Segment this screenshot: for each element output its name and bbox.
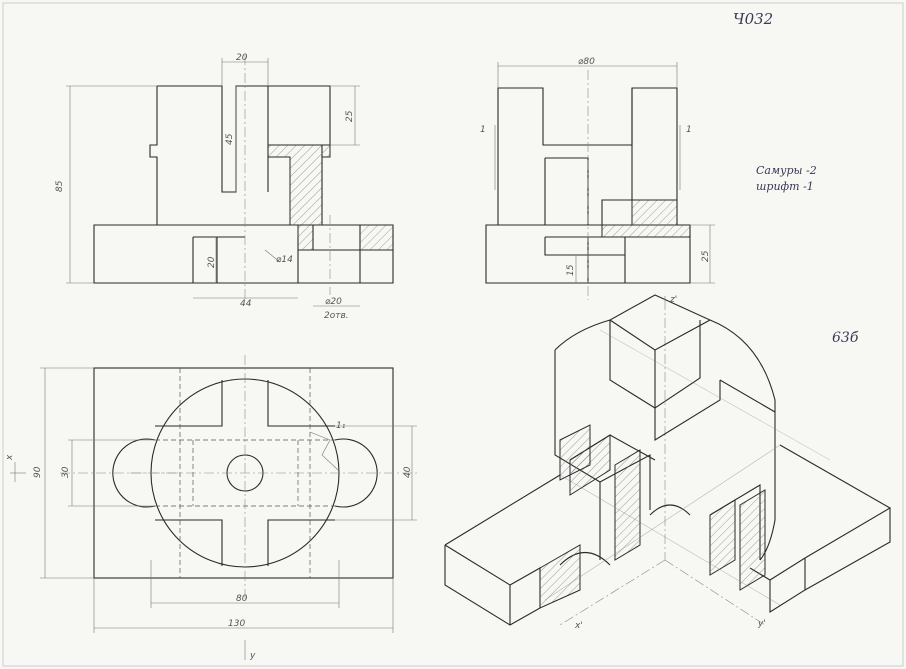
iso-hatch-4 — [739, 489, 766, 591]
sheet-code: Ч032 — [733, 10, 773, 28]
note-line-2: шрифт -1 — [756, 180, 814, 193]
section-mark-right: 1 — [686, 125, 692, 135]
dim-top-90: 90 — [33, 466, 43, 478]
dim-front-20: 20 — [236, 53, 248, 63]
axis-z: z' — [669, 295, 677, 305]
dim-front-hole-20: ⌀20 — [325, 297, 342, 307]
axis-mark-y: y — [249, 651, 256, 661]
iso-hatch-6 — [559, 424, 591, 481]
grade-mark: 63б — [832, 330, 859, 346]
dim-front-base-20: 20 — [207, 256, 217, 268]
iso-hatch-3 — [709, 499, 736, 576]
dim-side-25: 25 — [701, 250, 711, 262]
front-view — [66, 55, 394, 307]
mark-1: 1₁ — [336, 421, 346, 431]
dim-front-44: 44 — [240, 299, 252, 309]
axis-y: y' — [757, 619, 766, 629]
front-section-hatch — [267, 144, 331, 251]
dim-top-40: 40 — [403, 466, 413, 478]
dim-front-holes-count: 2отв. — [324, 311, 349, 321]
dim-top-30: 30 — [61, 466, 71, 478]
iso-hatch-5 — [539, 544, 581, 609]
axis-mark-x: x — [5, 454, 15, 461]
iso-hatch-2 — [614, 449, 641, 561]
iso-view — [444, 294, 891, 626]
side-view — [485, 62, 715, 300]
note-line-1: Самуры -2 — [756, 164, 817, 177]
section-mark-left: 1 — [480, 125, 486, 135]
dim-top-80: 80 — [236, 594, 248, 604]
side-section-hatch — [601, 199, 691, 238]
dim-front-25: 25 — [345, 110, 355, 122]
top-view — [10, 355, 420, 660]
dim-front-45: 45 — [225, 133, 235, 145]
dim-front-85: 85 — [55, 180, 65, 192]
axis-x: x' — [574, 621, 583, 631]
dim-side-80: ⌀80 — [578, 57, 595, 67]
dim-front-hole: ⌀14 — [276, 255, 293, 265]
dim-top-130: 130 — [228, 619, 245, 629]
front-base-hatch — [359, 224, 394, 251]
dim-side-15: 15 — [566, 264, 576, 276]
